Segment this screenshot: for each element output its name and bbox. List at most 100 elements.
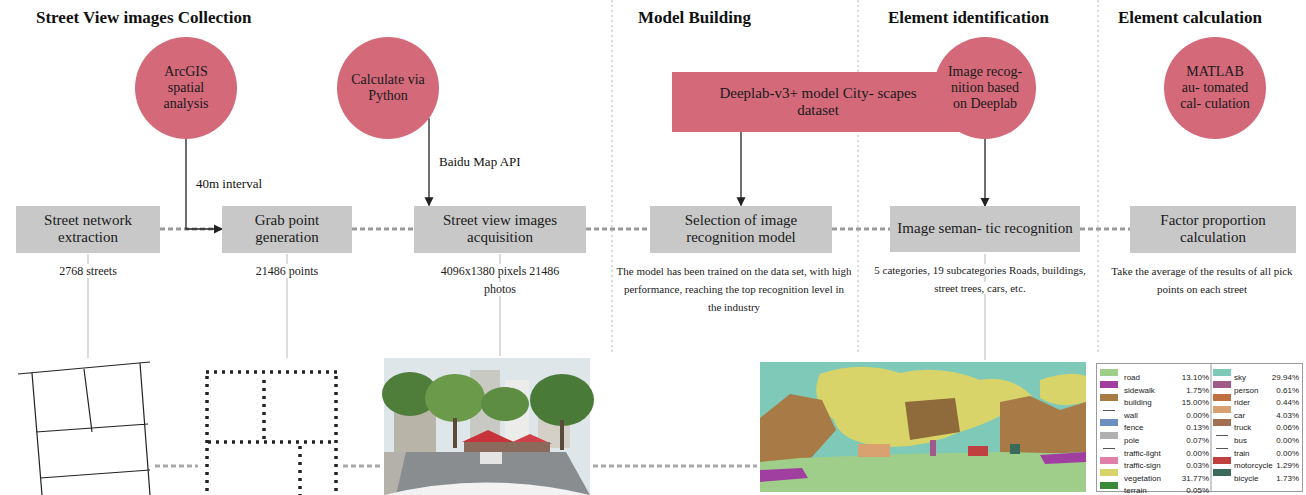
segmentation-image — [968, 446, 988, 456]
circle-outline — [1164, 37, 1266, 139]
section-title: Element calculation — [1118, 8, 1262, 27]
legend-text: person — [1234, 386, 1258, 395]
node-text: Factor proportion calculation — [1136, 212, 1290, 247]
legend-text: bus — [1234, 436, 1247, 445]
edge-label-slot: 40m interval — [194, 174, 264, 192]
legend-swatch — [1100, 432, 1118, 439]
street-photo — [453, 418, 457, 448]
edge-label-slot: Baidu Map API — [437, 152, 523, 170]
node-text: ArcGIS spatial analysis — [147, 64, 225, 112]
class-table-frame — [1097, 364, 1303, 492]
legend-text: sky — [1234, 373, 1246, 382]
segmentation-image — [816, 367, 1032, 447]
legend-text: truck — [1234, 423, 1251, 432]
caption-text: 5 categories, 19 subcategories Roads, bu… — [874, 264, 1085, 294]
legend-swatch — [1100, 482, 1118, 489]
legend-text: car — [1234, 411, 1245, 420]
table-cell: 0.00% — [1276, 436, 1299, 445]
table-cell: 0.00% — [1186, 411, 1209, 420]
node-text: Deeplab-v3+ model City- scapes dataset — [718, 85, 918, 120]
label-slot: Element identification — [888, 8, 1049, 28]
section-title: Element identification — [888, 8, 1049, 27]
node-text: Image recog- nition based on Deeplab — [946, 64, 1024, 112]
caption-slot: 4096x1380 pixels 21486 photos — [435, 261, 565, 297]
section-title: Model Building — [638, 8, 751, 27]
edge-label: Baidu Map API — [437, 154, 523, 169]
caption-text: 21486 points — [256, 264, 318, 278]
legend-text: train — [1234, 449, 1250, 458]
dotted-connector — [586, 228, 650, 231]
legend-swatch — [1213, 406, 1231, 413]
label-slot: Street View images Collection — [36, 8, 251, 28]
table-cell: 1.29% — [1276, 461, 1299, 470]
column-separator — [858, 0, 859, 355]
caption-text: Take the average of the results of all p… — [1111, 265, 1292, 295]
class-table-frame — [1211, 364, 1212, 491]
circle-outline — [934, 37, 1036, 139]
thumbnail-link — [155, 465, 198, 468]
table-cell: 0.00% — [1276, 449, 1299, 458]
label-slot: sky — [1234, 366, 1246, 384]
legend-swatch — [1100, 419, 1118, 426]
tool-circle: ArcGIS spatial analysis — [135, 37, 237, 139]
street-photo — [464, 442, 550, 452]
street-photo — [384, 483, 590, 495]
segmentation-image — [1040, 452, 1086, 464]
process-box: Street network extraction2768 streets — [16, 206, 160, 253]
drop-line — [88, 254, 985, 360]
dotted-connector — [1080, 228, 1130, 231]
segmentation-image — [760, 362, 1086, 492]
legend-text: rider — [1234, 398, 1250, 407]
arrow-connector — [740, 132, 741, 206]
table-cell: 15.00% — [1182, 398, 1209, 407]
caption-text: 2768 streets — [59, 264, 117, 278]
dotted-connector — [352, 228, 414, 231]
legend-text: sidewalk — [1124, 386, 1155, 395]
legend-text: pole — [1124, 436, 1139, 445]
legend-swatch — [1213, 469, 1231, 476]
street-photo — [462, 430, 514, 442]
node-text: Street network extraction — [22, 212, 154, 247]
street-photo — [530, 374, 594, 426]
segmentation-image — [905, 398, 960, 440]
section-title: Street View images Collection — [36, 8, 251, 27]
legend-swatch — [1213, 381, 1231, 388]
segmentation-image — [858, 444, 890, 457]
street-photo — [384, 452, 406, 495]
table-cell: 1.75% — [1186, 386, 1209, 395]
grab-points — [206, 372, 338, 495]
segmentation-image — [760, 362, 1086, 492]
process-box: Image seman- tic recognition5 categories… — [890, 206, 1080, 252]
caption-slot: 21486 points — [222, 261, 352, 279]
segmentation-image — [930, 440, 936, 456]
street-photo — [481, 387, 529, 421]
node-text: Selection of image recognition model — [656, 212, 826, 247]
arrow-connector — [428, 118, 429, 205]
legend-text: road — [1124, 373, 1140, 382]
legend-text: fence — [1124, 423, 1144, 432]
legend-line-sample — [1103, 410, 1115, 411]
table-cell: 0.03% — [1186, 461, 1209, 470]
segmentation-image — [1040, 374, 1086, 405]
label-slot: 13.10% — [1175, 366, 1209, 384]
legend-swatch — [1100, 394, 1118, 401]
caption-text: The model has been trained on the data s… — [617, 265, 852, 313]
process-box: Factor proportion calculationTake the av… — [1130, 206, 1296, 253]
node-text: MATLAB au- tomated cal- culation — [1176, 64, 1254, 112]
node-text: Street view images acquisition — [420, 212, 580, 247]
legend-swatch — [1100, 369, 1118, 376]
legend-swatch — [1213, 457, 1231, 464]
thumbnail-link — [593, 465, 757, 468]
table-cell: 13.10% — [1182, 373, 1209, 382]
legend-swatch — [1100, 457, 1118, 464]
dotted-connector — [832, 228, 890, 231]
legend-text: traffic-light — [1124, 449, 1161, 458]
legend-text: building — [1124, 398, 1152, 407]
circle-outline — [337, 37, 439, 139]
class-table-frame — [1097, 364, 1303, 492]
street-photo — [384, 452, 590, 495]
legend-text: motorcycle — [1234, 461, 1273, 470]
legend-text: wall — [1124, 411, 1138, 420]
label-slot: road — [1124, 366, 1140, 384]
